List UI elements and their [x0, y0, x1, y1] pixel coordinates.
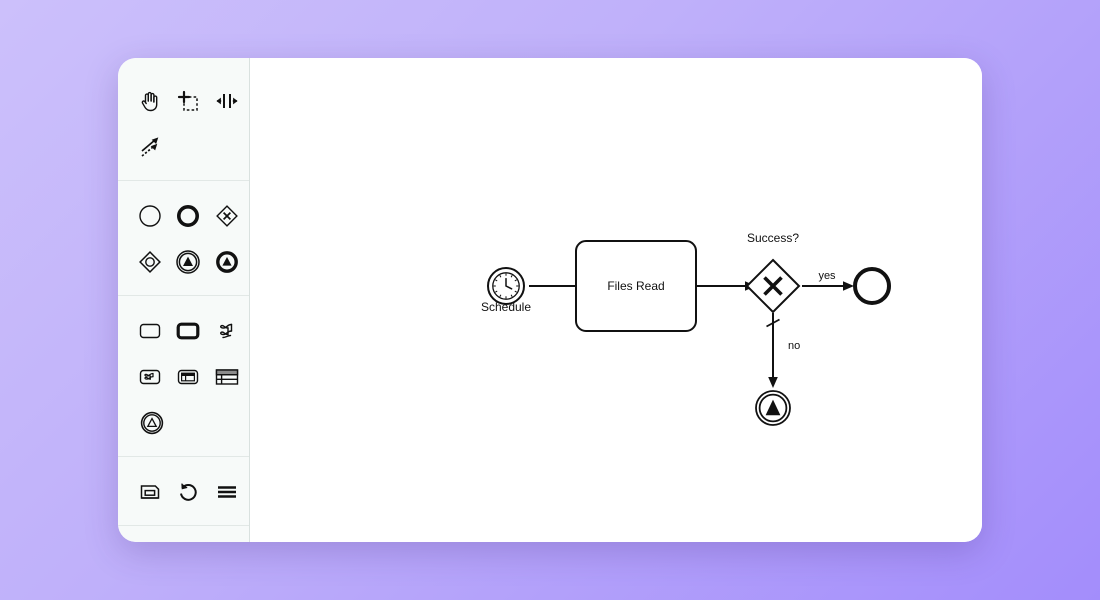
start-event-icon[interactable] — [134, 198, 166, 234]
call-activity-icon[interactable] — [172, 313, 204, 349]
menu-icon[interactable] — [211, 474, 243, 510]
arrow-head — [843, 281, 854, 291]
flow-label-yes: yes — [818, 270, 836, 282]
task-label: Files Read — [607, 279, 664, 293]
inclusive-gateway-icon[interactable] — [134, 244, 166, 280]
palette-group-file-actions — [118, 456, 249, 525]
arrow-head — [768, 377, 778, 388]
lasso-tool-icon[interactable] — [172, 83, 204, 119]
intermediate-throw-escalation-event[interactable] — [755, 390, 791, 426]
palette-row — [118, 124, 249, 170]
app-window: yes no Schedule — [118, 58, 982, 542]
palette-row — [118, 308, 249, 354]
event-subprocess-icon[interactable] — [134, 405, 170, 441]
end-escalation-event-icon[interactable] — [211, 244, 243, 280]
palette-group-tools — [118, 74, 249, 180]
palette-row — [118, 354, 249, 400]
start-event-label: Schedule — [481, 300, 531, 314]
escalation-triangle-icon — [765, 399, 781, 416]
exclusive-gateway-icon[interactable] — [211, 198, 243, 234]
bpmn-process-diagram: yes no Schedule — [481, 231, 891, 426]
timer-clock-ticks-icon — [493, 273, 519, 299]
end-event[interactable] — [853, 267, 891, 305]
timer-clock-hands-icon — [505, 277, 513, 290]
gateway-label: Success? — [747, 231, 799, 245]
connect-tool-icon[interactable] — [134, 129, 170, 165]
flow-label-no: no — [788, 340, 800, 352]
palette-row — [118, 400, 249, 446]
subprocess-marker-icon[interactable] — [134, 359, 166, 395]
intermediate-throw-event-icon[interactable] — [172, 244, 204, 280]
default-flow-marker — [766, 318, 780, 328]
palette-row — [118, 469, 249, 515]
task-files-read[interactable]: Files Read — [575, 240, 697, 332]
timer-start-event[interactable]: Schedule — [481, 267, 531, 314]
palette-group-activities — [118, 295, 249, 456]
palette-group-events — [118, 180, 249, 295]
palette-group-artifacts — [118, 525, 249, 542]
bpmn-palette — [118, 58, 250, 542]
palette-row — [118, 193, 249, 239]
diagram-canvas[interactable]: yes no Schedule — [250, 58, 982, 542]
exclusive-gateway-x-icon — [763, 276, 783, 296]
space-tool-icon[interactable] — [211, 83, 243, 119]
end-event-icon[interactable] — [172, 198, 204, 234]
sequence-flow-gateway-to-end[interactable]: yes — [802, 270, 854, 291]
collapsed-subprocess-icon[interactable] — [211, 313, 243, 349]
exclusive-gateway-success[interactable]: Success? — [745, 231, 801, 314]
save-icon[interactable] — [134, 474, 166, 510]
timer-clock-face-icon — [492, 272, 520, 300]
participant-icon[interactable] — [211, 359, 243, 395]
expanded-subprocess-icon[interactable] — [172, 359, 204, 395]
sequence-flow-gateway-to-escalation[interactable]: no — [766, 313, 801, 388]
palette-row — [118, 239, 249, 285]
undo-icon[interactable] — [172, 474, 204, 510]
task-icon[interactable] — [134, 313, 166, 349]
palette-row — [118, 538, 249, 542]
hand-tool-icon[interactable] — [134, 83, 166, 119]
palette-row — [118, 78, 249, 124]
